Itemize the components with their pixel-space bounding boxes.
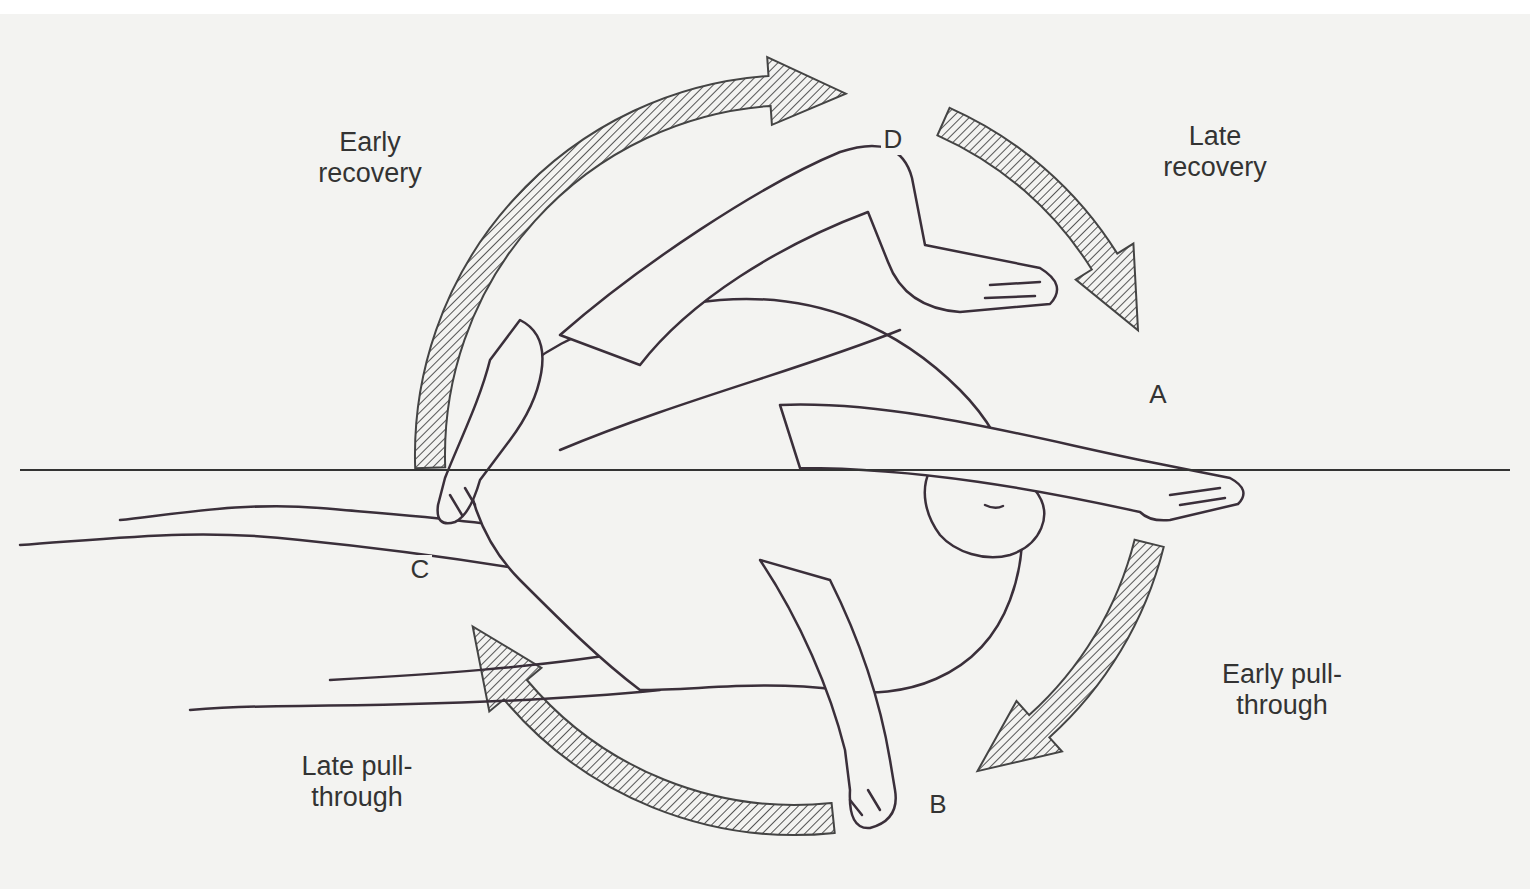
swimmer-figure [20, 146, 1243, 828]
finger-lines [850, 790, 880, 815]
back-line [560, 330, 900, 450]
entry-arm [438, 320, 543, 523]
pulling-arm [760, 560, 896, 828]
phase-label: Early recovery [290, 125, 450, 191]
position-letter: A [1146, 380, 1169, 410]
position-letter: C [408, 555, 433, 585]
recovering-arm [560, 146, 1057, 365]
leg-line [190, 690, 660, 710]
water-line [20, 469, 1510, 471]
phase-label: Late recovery [1135, 119, 1295, 185]
phase-label: Late pull-through [255, 749, 460, 815]
finger-lines [985, 282, 1040, 298]
leg-line [330, 650, 640, 680]
position-letter: B [926, 790, 949, 820]
finger-lines [1170, 488, 1225, 505]
top-strip [0, 0, 1530, 14]
phase-label: Early pull-through [1180, 657, 1385, 723]
finger-lines [450, 488, 475, 515]
extended-arm [780, 405, 1243, 521]
position-letter: D [881, 125, 906, 155]
eye-line [985, 505, 1003, 508]
